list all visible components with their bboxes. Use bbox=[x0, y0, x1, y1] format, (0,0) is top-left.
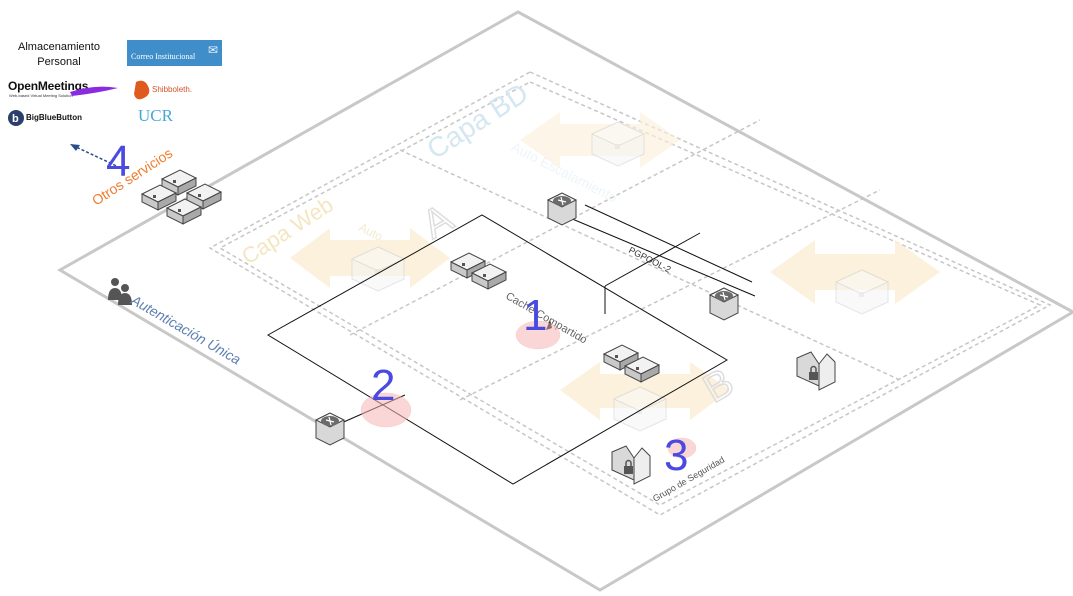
highlight-security bbox=[667, 437, 697, 459]
region-outer-dashed bbox=[208, 71, 1052, 516]
shibboleth-logo: Shibboleth. bbox=[152, 85, 193, 94]
marker-1: 1 bbox=[523, 291, 547, 340]
highlight-cache bbox=[515, 320, 561, 350]
almacenamiento-personal-label: Almacenamiento Personal bbox=[18, 41, 100, 68]
openmeetings-logo: OpenMeetings bbox=[8, 79, 89, 93]
router-icon bbox=[315, 412, 345, 446]
bigbluebutton-logo: BigBlueButton bbox=[26, 113, 82, 122]
marker-4: 4 bbox=[106, 137, 130, 186]
scaling-arrow-right bbox=[770, 240, 940, 304]
bigbluebutton-icon bbox=[8, 110, 24, 126]
shibboleth-icon bbox=[134, 80, 150, 100]
envelope-icon: ✉ bbox=[207, 43, 218, 57]
vpc-boundary bbox=[267, 214, 728, 485]
openmeetings-subtitle: Web-based Virtual Meeting Solution bbox=[9, 93, 73, 98]
outer-platform bbox=[57, 10, 1073, 592]
correo-institucional-label: Correo Institucional bbox=[131, 52, 196, 61]
correo-institucional-logo: Correo Institucional ✉ bbox=[127, 40, 222, 66]
marker-2: 2 bbox=[371, 361, 395, 410]
services-link-arrow bbox=[73, 145, 126, 171]
openmeetings-feather-icon bbox=[70, 86, 118, 96]
people-icon bbox=[108, 278, 132, 305]
router-icon bbox=[709, 287, 739, 321]
marker-3: 3 bbox=[664, 431, 688, 480]
bigbluebutton-icon-glyph: b bbox=[12, 113, 19, 125]
region-inner-dashed bbox=[218, 81, 1042, 506]
router-icon bbox=[547, 192, 577, 226]
highlight-router bbox=[360, 392, 412, 428]
services-link-arrowhead bbox=[70, 144, 80, 151]
ucr-logo: UCR bbox=[138, 106, 173, 125]
